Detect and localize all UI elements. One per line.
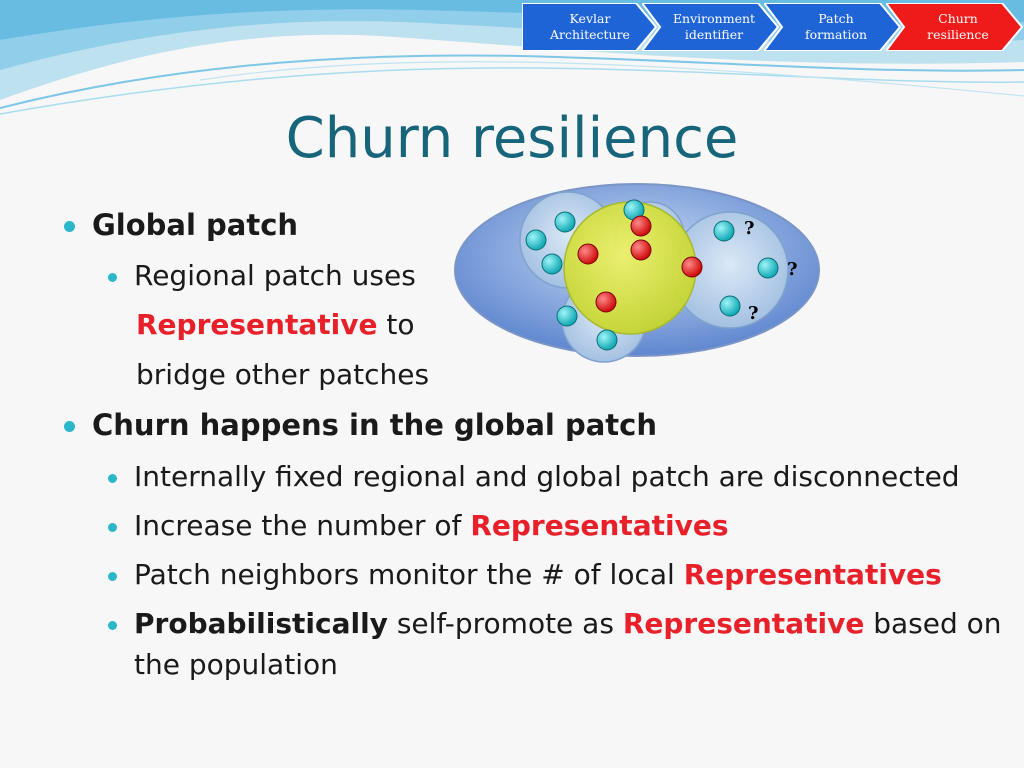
bullet-regional-to: to [377, 308, 415, 341]
highlight-representatives: Representatives [470, 509, 729, 542]
bullet-prob-text2: based on [864, 607, 1002, 640]
slide-title: Churn resilience [285, 106, 739, 171]
bullet-dot [108, 621, 117, 630]
bullet-dot [108, 523, 117, 532]
bullet-regional-line3: bridge other patches [136, 358, 430, 391]
representative-node [630, 215, 652, 237]
representative-node [681, 256, 703, 278]
bullet-monitor: Patch neighbors monitor the # of local R… [134, 558, 942, 591]
peer-node [757, 257, 779, 279]
nav-tab-patch-formation[interactable]: Patch formation [764, 3, 902, 51]
peer-node [713, 220, 735, 242]
question-mark: ? [748, 303, 759, 324]
nav-tab-chevron [886, 3, 1024, 51]
peer-node [596, 329, 618, 351]
bullet-churn: Churn happens in the global patch [92, 408, 657, 442]
bullet-regional-line2: Representative to [136, 308, 415, 341]
highlight-representative: Representative [136, 308, 378, 341]
nav-tab-environment-identifier[interactable]: Environment identifier [642, 3, 780, 51]
bullet-increase-text: Increase the number of [134, 509, 471, 542]
nav-tab-label: Churn resilience [927, 11, 989, 42]
bullet-probabilistically-line1: Probabilistically self-promote as Repres… [134, 607, 1002, 640]
patch-diagram: ? ? ? [454, 183, 820, 363]
representative-node [595, 291, 617, 313]
bullet-global-patch: Global patch [92, 208, 299, 242]
bullet-monitor-text: Patch neighbors monitor the # of local [134, 558, 684, 591]
question-mark: ? [744, 218, 755, 239]
question-mark: ? [787, 259, 798, 280]
nav-tab-chevron [642, 3, 780, 51]
peer-node [554, 211, 576, 233]
nav-tab-chevron [522, 3, 658, 51]
highlight-representative: Representative [622, 607, 865, 640]
bullet-increase: Increase the number of Representatives [134, 509, 728, 542]
bullet-dot [64, 421, 75, 432]
representative-node [577, 243, 599, 265]
peer-node [556, 305, 578, 327]
nav-tab-chevron [764, 3, 902, 51]
representative-patch-circle [563, 201, 697, 335]
bold-probabilistically: Probabilistically [134, 607, 388, 640]
bullet-dot [108, 474, 117, 483]
nav-tab-label: Kevlar Architecture [550, 11, 630, 42]
representative-node [630, 239, 652, 261]
peer-node [525, 229, 547, 251]
bullet-dot [108, 273, 117, 282]
peer-node [541, 253, 563, 275]
bullet-dot [108, 572, 117, 581]
bullet-internally: Internally fixed regional and global pat… [134, 460, 960, 493]
peer-node [719, 295, 741, 317]
bullet-probabilistically-line2: the population [134, 648, 338, 681]
bullet-regional-line1: Regional patch uses [134, 259, 416, 292]
nav-tab-churn-resilience[interactable]: Churn resilience [886, 3, 1024, 51]
nav-tab-label: Patch formation [804, 11, 868, 42]
bullet-dot [64, 221, 75, 232]
bullet-prob-text: self-promote as [387, 607, 623, 640]
nav-tab-label: Environment identifier [672, 11, 756, 42]
highlight-representatives: Representatives [683, 558, 942, 591]
nav-tab-kevlar-architecture[interactable]: Kevlar Architecture [522, 3, 658, 51]
